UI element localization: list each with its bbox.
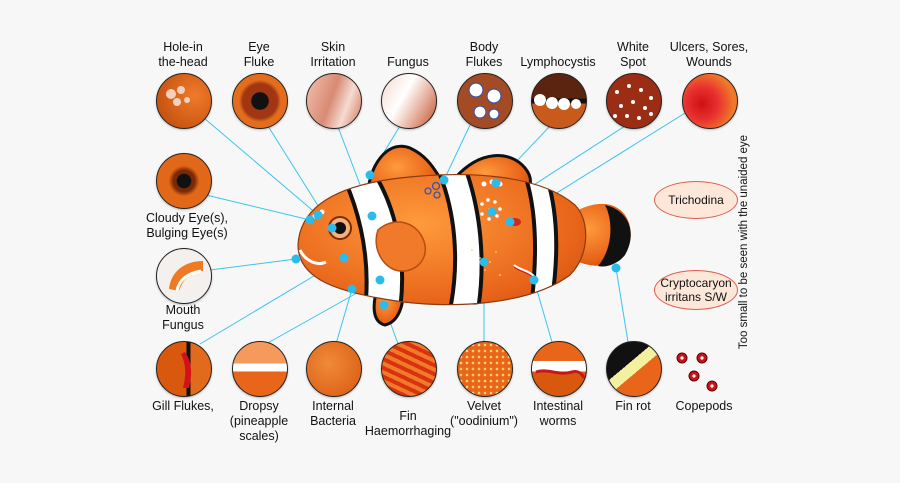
oval-trichodina: Trichodina	[654, 181, 738, 219]
label-skin-irritation: Skin Irritation	[310, 40, 356, 69]
unaided-eye-note: Too small to be seen with the unaided ey…	[738, 134, 750, 350]
thumb-gill-flukes	[156, 341, 212, 397]
leader-line-fin-rot	[615, 267, 629, 343]
tail-fin-edge	[598, 205, 631, 267]
label-body-flukes: Body Flukes	[465, 40, 503, 69]
thumb-skin-irritation	[306, 73, 362, 129]
thumb-dropsy	[232, 341, 288, 397]
marker-hole-in-the-head	[313, 210, 323, 220]
leader-line-internal-bacteria	[335, 288, 353, 345]
label-copepods: Copepods	[675, 399, 733, 413]
label-white-spot: White Spot	[617, 40, 649, 69]
marker-gill-flukes	[339, 253, 349, 263]
label-intestinal-worms: Intestinal worms	[532, 399, 584, 428]
label-hole-in-the-head: Hole-in the-head	[158, 40, 208, 69]
thumb-internal-bacteria	[306, 341, 362, 397]
marker-fin-rot	[611, 263, 621, 273]
label-internal-bacteria: Internal Bacteria	[310, 399, 356, 428]
marker-lymphocystis	[491, 178, 501, 188]
label-fin-rot: Fin rot	[615, 399, 651, 413]
oval-cryptocaryon: Cryptocaryon irritans S/W	[654, 270, 738, 310]
thumb-lymphocystis	[531, 73, 587, 129]
leader-line-body-flukes	[443, 124, 471, 181]
marker-eye-fluke	[327, 223, 337, 233]
label-dropsy: Dropsy (pineapple scales)	[229, 399, 289, 443]
head-stripe	[336, 174, 405, 305]
thumb-fin-rot	[606, 341, 662, 397]
marker-ulcers-sores-wounds	[505, 217, 515, 227]
thumb-eye-fluke	[232, 73, 288, 129]
thumb-fin-haemorrhaging	[381, 341, 437, 397]
marker-fin-haemorrhaging	[379, 300, 389, 310]
label-cloudy-eyes: Cloudy Eye(s), Bulging Eye(s)	[146, 211, 228, 240]
marker-cloudy-eyes	[305, 215, 315, 225]
label-ulcers-sores-wounds: Ulcers, Sores, Wounds	[669, 40, 749, 69]
copepods-graphic	[676, 352, 718, 392]
marker-skin-irritation	[367, 211, 377, 221]
thumb-ulcers-sores-wounds	[682, 73, 738, 129]
thumb-fungus	[381, 73, 437, 129]
thumb-body-flukes	[457, 73, 513, 129]
label-lymphocystis: Lymphocystis	[520, 55, 596, 69]
thumb-velvet	[457, 341, 513, 397]
marker-white-spot	[487, 207, 497, 217]
label-gill-flukes: Gill Flukes,	[152, 399, 214, 413]
label-mouth-fungus: Mouth Fungus	[162, 303, 204, 332]
marker-mouth-fungus	[291, 254, 301, 264]
label-eye-fluke: Eye Fluke	[243, 40, 275, 69]
label-fungus: Fungus	[387, 55, 429, 69]
marker-body-flukes	[439, 175, 449, 185]
pectoral-fin	[375, 221, 427, 272]
thumb-cloudy-eyes	[156, 153, 212, 209]
fish-mouth	[298, 249, 327, 265]
thumb-hole-in-the-head	[156, 73, 212, 129]
middle-stripe	[434, 174, 484, 305]
marker-velvet	[479, 257, 489, 267]
leader-line-cloudy-eyes	[205, 194, 311, 221]
marker-intestinal-worms	[529, 275, 539, 285]
marker-fungus	[365, 170, 375, 180]
thumb-mouth-fungus	[156, 248, 212, 304]
thumb-white-spot	[606, 73, 662, 129]
marker-dropsy	[375, 275, 385, 285]
leader-line-hole-in-the-head	[203, 117, 319, 216]
label-velvet: Velvet ("oodinium")	[450, 399, 518, 428]
thumb-intestinal-worms	[531, 341, 587, 397]
leader-line-mouth-fungus	[209, 258, 297, 271]
label-fin-haemorrhaging: Fin Haemorrhaging	[364, 409, 452, 438]
marker-internal-bacteria	[347, 284, 357, 294]
